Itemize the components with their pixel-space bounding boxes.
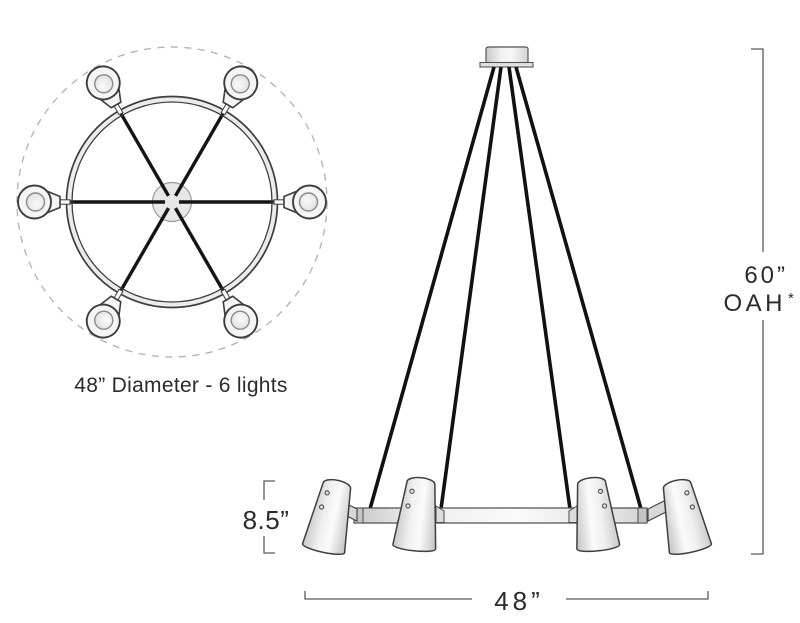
oah-label: OAH (723, 290, 786, 317)
cone-shade (654, 475, 714, 558)
oah-value-label: 60” (744, 262, 788, 289)
shade-height-dimension-line (263, 480, 275, 554)
spokes (68, 111, 276, 293)
cable (507, 66, 572, 510)
diameter-dimension-line (304, 591, 709, 600)
light-fixture (17, 184, 71, 220)
top-view: 48” Diameter - 6 lights (16, 46, 328, 397)
top-view-caption: 48” Diameter - 6 lights (74, 374, 287, 397)
cable (514, 66, 643, 510)
overall-diameter-dashed-circle (16, 46, 328, 358)
cone-shade (568, 474, 621, 554)
shade-height-label: 8.5” (243, 505, 290, 535)
suspension-cables (368, 66, 643, 510)
shade-arm (647, 499, 667, 522)
side-view (300, 46, 714, 558)
light-fixture (273, 184, 327, 220)
ceiling-canopy (479, 46, 534, 68)
cable (439, 66, 503, 510)
cable (368, 66, 496, 510)
footnote-marker: * (788, 290, 794, 307)
cone-shade (391, 474, 444, 554)
diameter-label: 48” (494, 586, 544, 616)
dimensions (263, 48, 764, 600)
ring-inner-edge (71, 101, 273, 303)
oah-dimension-line (751, 48, 764, 555)
